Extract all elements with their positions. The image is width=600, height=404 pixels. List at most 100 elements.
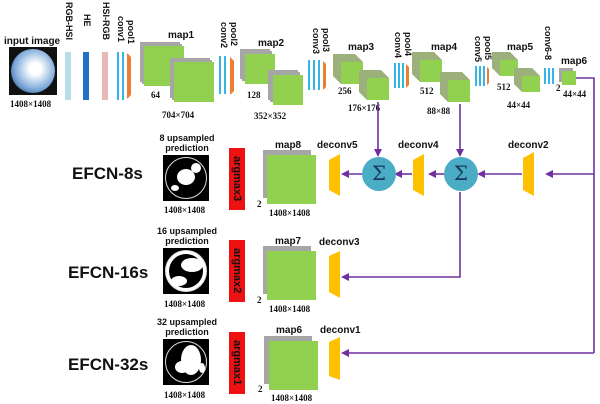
conv4-bar-c <box>402 63 404 88</box>
arrow-to-deconv3 <box>341 192 461 281</box>
map7-label: map7 <box>275 236 302 247</box>
pred8-size: 1408×1408 <box>164 205 206 215</box>
sum-node-2: Σ <box>444 157 478 191</box>
conv1-bar-a <box>117 52 119 100</box>
argmax3-block: argmax3 <box>229 148 245 210</box>
map7-size: 1408×1408 <box>269 304 311 314</box>
model-efcn-16s: EFCN-16s <box>68 263 149 282</box>
conv5-bar-b <box>479 66 481 86</box>
input-image <box>9 47 57 95</box>
pool1-label: pool1 <box>126 20 136 44</box>
sigma-icon: Σ <box>371 161 387 185</box>
map1-channels: 64 <box>151 90 160 100</box>
pool3-shape <box>323 61 326 90</box>
deconv4-label: deconv4 <box>398 140 439 151</box>
deconv4-shape <box>413 154 424 196</box>
rgb-hsi-block <box>65 52 71 100</box>
conv3-bar-c <box>318 60 320 90</box>
deconv5-shape <box>329 154 340 196</box>
map6-bottom-channels: 2 <box>258 384 263 394</box>
map4-channels: 512 <box>420 86 434 96</box>
hsi-rgb-label: HSI-RGB <box>101 2 111 40</box>
sum-node-1: Σ <box>362 157 396 191</box>
map7-channels: 2 <box>257 295 262 305</box>
map8-channels: 2 <box>257 199 262 209</box>
pool4-label: pool4 <box>403 32 413 56</box>
input-image-size: 1408×1408 <box>10 99 52 109</box>
conv6-bar-a <box>544 68 546 84</box>
conv3-bar-a <box>308 60 310 90</box>
map2-label: map2 <box>258 38 285 49</box>
pool5-shape <box>487 67 489 85</box>
deconv2-label: deconv2 <box>508 140 549 151</box>
input-image-label: input image <box>4 36 61 47</box>
map5-label: map5 <box>507 42 534 53</box>
conv1-label: conv1 <box>116 16 126 43</box>
conv6-8-label: conv6-8 <box>543 26 553 61</box>
map5-size: 44×44 <box>507 100 531 110</box>
map6-top-size: 44×44 <box>563 89 587 99</box>
sigma-icon: Σ <box>453 161 469 185</box>
deconv1-label: deconv1 <box>320 325 361 336</box>
deconv3-shape <box>329 251 340 298</box>
map6-top-label: map6 <box>561 56 588 67</box>
pred8-label-line1: 8 upsampled <box>159 133 215 143</box>
pred32-label-line1: 32 upsampled <box>156 317 218 327</box>
he-block <box>83 52 89 100</box>
he-label: HE <box>82 14 92 27</box>
map3-label: map3 <box>348 42 375 53</box>
model-efcn-8s: EFCN-8s <box>72 164 143 183</box>
map4-label: map4 <box>431 42 458 53</box>
conv5-label: conv5 <box>473 36 483 63</box>
deconv2-shape <box>523 152 534 196</box>
prediction-32s-image <box>163 339 209 385</box>
conv2-bar-b <box>224 56 226 94</box>
map1-size: 704×704 <box>162 110 195 120</box>
map6-skip-line <box>576 77 595 353</box>
conv6-bar-b <box>548 68 550 84</box>
conv5-bar-c <box>483 66 485 86</box>
conv2-bar-a <box>219 56 221 94</box>
pool3-label: pool3 <box>321 28 331 52</box>
conv3-label: conv3 <box>311 28 321 55</box>
pred32-label-line2: prediction <box>165 327 209 337</box>
rgb-hsi-label: RGB-HSI <box>64 2 74 40</box>
conv6-bar-c <box>552 68 554 84</box>
pred32-size: 1408×1408 <box>164 390 206 400</box>
pred8-label-line2: prediction <box>165 143 209 153</box>
conv4-label: conv4 <box>393 32 403 59</box>
deconv3-label: deconv3 <box>319 237 360 248</box>
pred16-size: 1408×1408 <box>164 299 206 309</box>
conv3-bar-b <box>313 60 315 90</box>
map6-bottom-label: map6 <box>276 325 303 336</box>
conv5-bar-a <box>475 66 477 86</box>
deconv5-label: deconv5 <box>317 140 358 151</box>
model-efcn-32s: EFCN-32s <box>68 355 149 374</box>
map1-label: map1 <box>168 30 195 41</box>
argmax1-block: argmax1 <box>229 332 245 394</box>
pred16-label-line1: 16 upsampled <box>156 226 218 236</box>
pool4-shape <box>406 64 409 88</box>
prediction-8s-image <box>163 155 209 201</box>
map8-label: map8 <box>275 140 302 151</box>
map5-channels: 512 <box>497 82 511 92</box>
map4-size: 88×88 <box>427 106 451 116</box>
pool1-shape <box>127 53 131 99</box>
conv4-bar-b <box>398 63 400 88</box>
deconv1-shape <box>329 337 340 380</box>
map8-size: 1408×1408 <box>269 208 311 218</box>
map3-size: 176×176 <box>348 103 381 113</box>
conv1-bar-b <box>122 52 124 100</box>
map2-size: 352×352 <box>254 111 287 121</box>
pred16-label-line2: prediction <box>165 236 209 246</box>
conv2-label: conv2 <box>219 22 229 49</box>
pool2-shape <box>230 57 234 95</box>
hsi-rgb-block <box>102 52 108 100</box>
pool2-label: pool2 <box>229 22 239 46</box>
conv4-bar-a <box>394 63 396 88</box>
map2-channels: 128 <box>247 90 261 100</box>
map3-channels: 256 <box>338 86 352 96</box>
map6-top-channels: 2 <box>556 83 561 93</box>
prediction-16s-image <box>163 248 209 294</box>
